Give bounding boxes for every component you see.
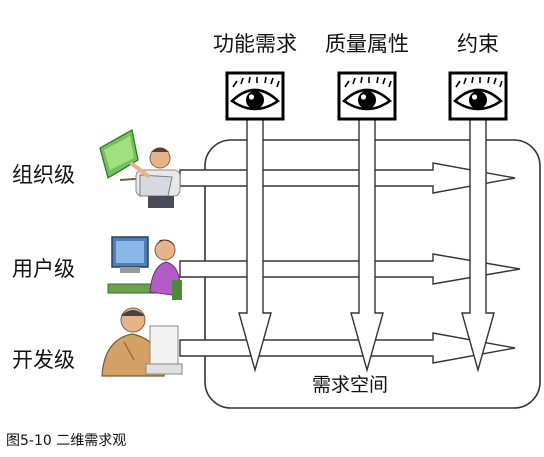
eye-icon: [448, 71, 508, 121]
column-arrow-constraint: [461, 116, 495, 373]
requirements-space-label: 需求空间: [311, 374, 388, 396]
presenter-icon: [99, 129, 181, 208]
developer-icon: [101, 307, 183, 377]
column-label-quality: 质量属性: [325, 32, 409, 56]
computer-user-icon: [107, 236, 182, 300]
row-label-developer: 开发级: [12, 348, 75, 372]
vertical-arrows: [238, 116, 495, 373]
figure-caption: 图5-10 二维需求观: [6, 433, 127, 449]
eye-icon: [337, 71, 397, 121]
column-arrow-quality: [350, 116, 384, 373]
column-label-functional: 功能需求: [213, 32, 297, 56]
column-label-constraint: 约束: [457, 32, 499, 56]
column-arrow-functional: [238, 116, 272, 373]
eye-icon: [225, 71, 285, 121]
row-label-organization: 组织级: [12, 163, 75, 187]
row-label-user: 用户级: [12, 257, 75, 281]
